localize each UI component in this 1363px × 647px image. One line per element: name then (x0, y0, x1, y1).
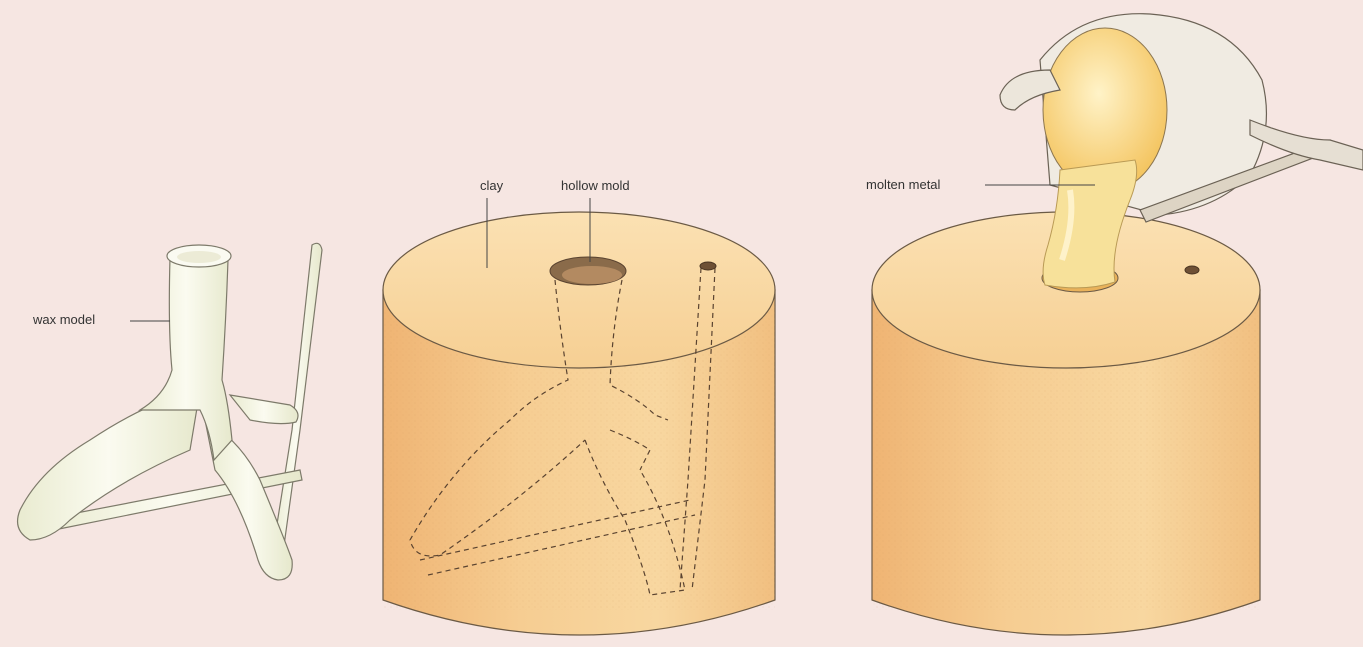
hollow-mold-label: hollow mold (561, 178, 630, 193)
wax-model-figure (18, 243, 322, 580)
clay-label: clay (480, 178, 503, 193)
wax-model-label: wax model (33, 312, 95, 327)
molten-metal-label: molten metal (866, 177, 940, 192)
clay-mold-figure (383, 198, 775, 635)
poured-mold-figure (872, 14, 1363, 635)
